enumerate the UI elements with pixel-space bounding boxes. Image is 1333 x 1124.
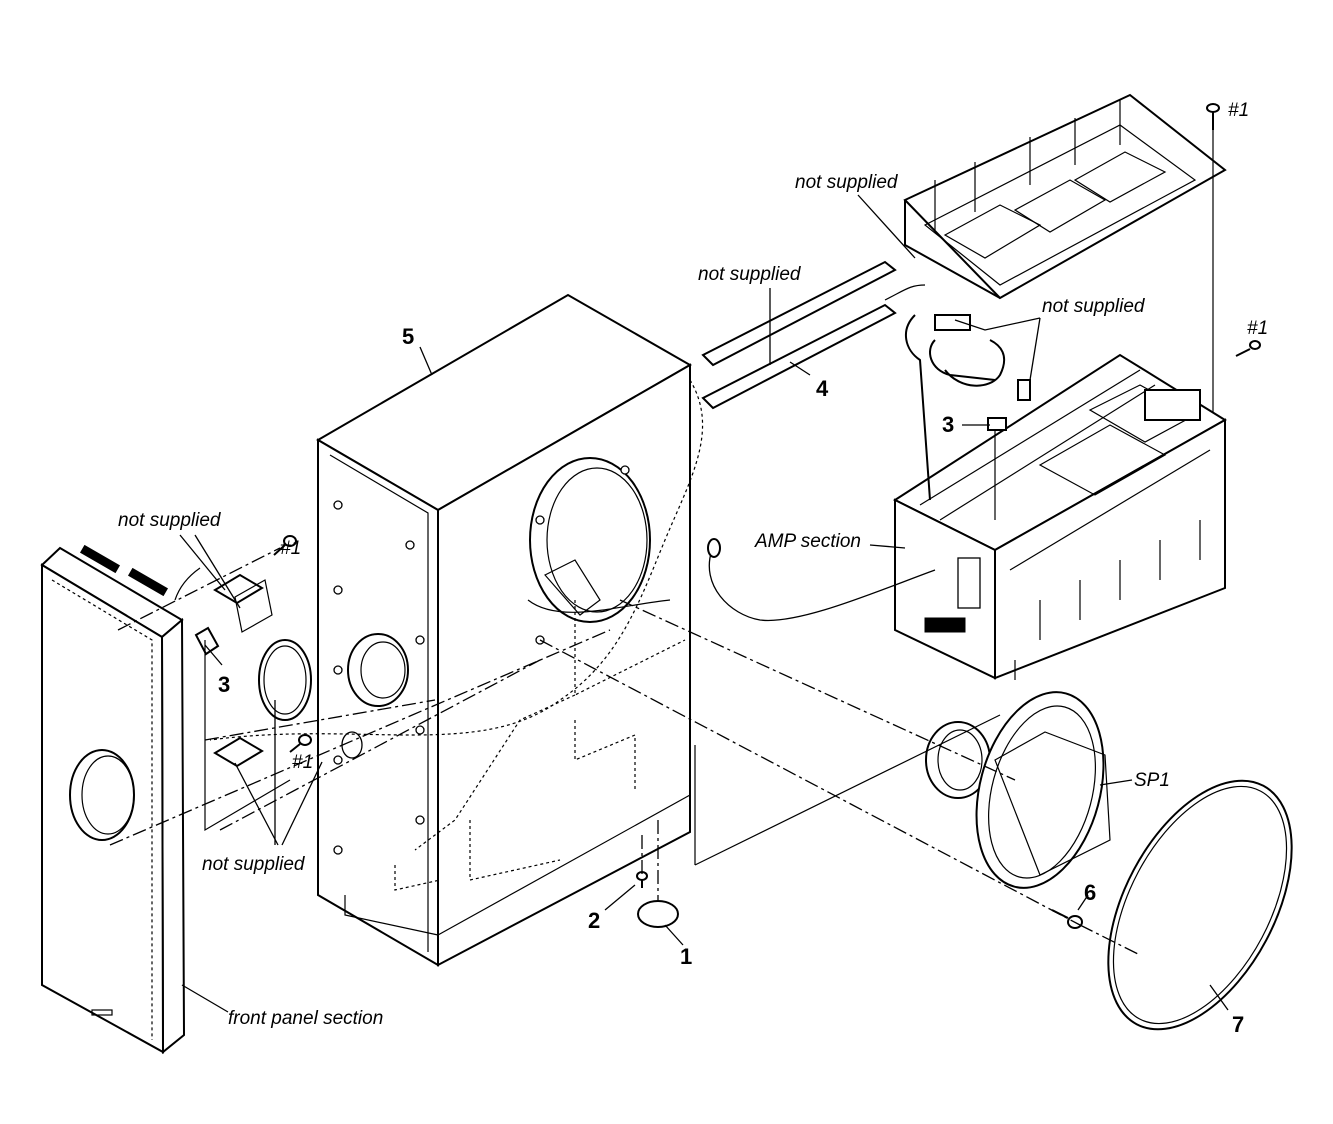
label-not-supplied-amp: not supplied [1042, 296, 1146, 317]
cabinet-interior-hidden-lines [209, 379, 704, 891]
label-not-supplied-top: not supplied [795, 172, 899, 193]
label-hash1-amp: #1 [1247, 318, 1268, 339]
cabinet-part-5 [316, 293, 693, 967]
screw-top [1206, 103, 1220, 130]
screw-part-2 [636, 871, 648, 888]
label-part-4: 4 [816, 376, 829, 401]
label-hash1-top: #1 [1228, 100, 1249, 121]
left-brackets [194, 573, 312, 832]
alignment-lines [109, 547, 1141, 956]
label-amp-section: AMP section [754, 531, 861, 552]
label-not-supplied-left: not supplied [118, 510, 222, 531]
label-part-6: 6 [1084, 880, 1096, 905]
grille-part-7 [1107, 779, 1293, 1031]
screws-left [273, 535, 312, 753]
leader-lines [179, 194, 1229, 1013]
label-hash1-left-top: #1 [280, 538, 301, 559]
label-hash1-left-bottom: #1 [292, 752, 313, 773]
label-sp1: SP1 [1134, 770, 1170, 791]
speaker-cable [527, 599, 671, 613]
labels: #1 not supplied not supplied not supplie… [118, 100, 1268, 1037]
speaker-sp1 [925, 691, 1111, 889]
amp-section-chassis [892, 353, 1227, 680]
front-panel-section [40, 544, 201, 1055]
flat-cable [905, 314, 1031, 520]
label-part-7: 7 [1232, 1012, 1244, 1037]
label-part-3-left: 3 [218, 672, 230, 697]
label-part-3-amp: 3 [942, 412, 954, 437]
top-cover-assembly [903, 93, 1227, 300]
label-not-supplied-duct: not supplied [698, 264, 802, 285]
label-not-supplied-bottom: not supplied [202, 854, 306, 875]
label-part-1: 1 [680, 944, 692, 969]
amp-wire [708, 549, 936, 622]
label-part-2: 2 [588, 908, 600, 933]
label-front-panel-section: front panel section [228, 1008, 383, 1029]
foot-part-1 [637, 900, 679, 928]
duct-part-4 [701, 260, 926, 410]
label-part-5: 5 [402, 324, 414, 349]
screw-amp [1235, 340, 1261, 357]
